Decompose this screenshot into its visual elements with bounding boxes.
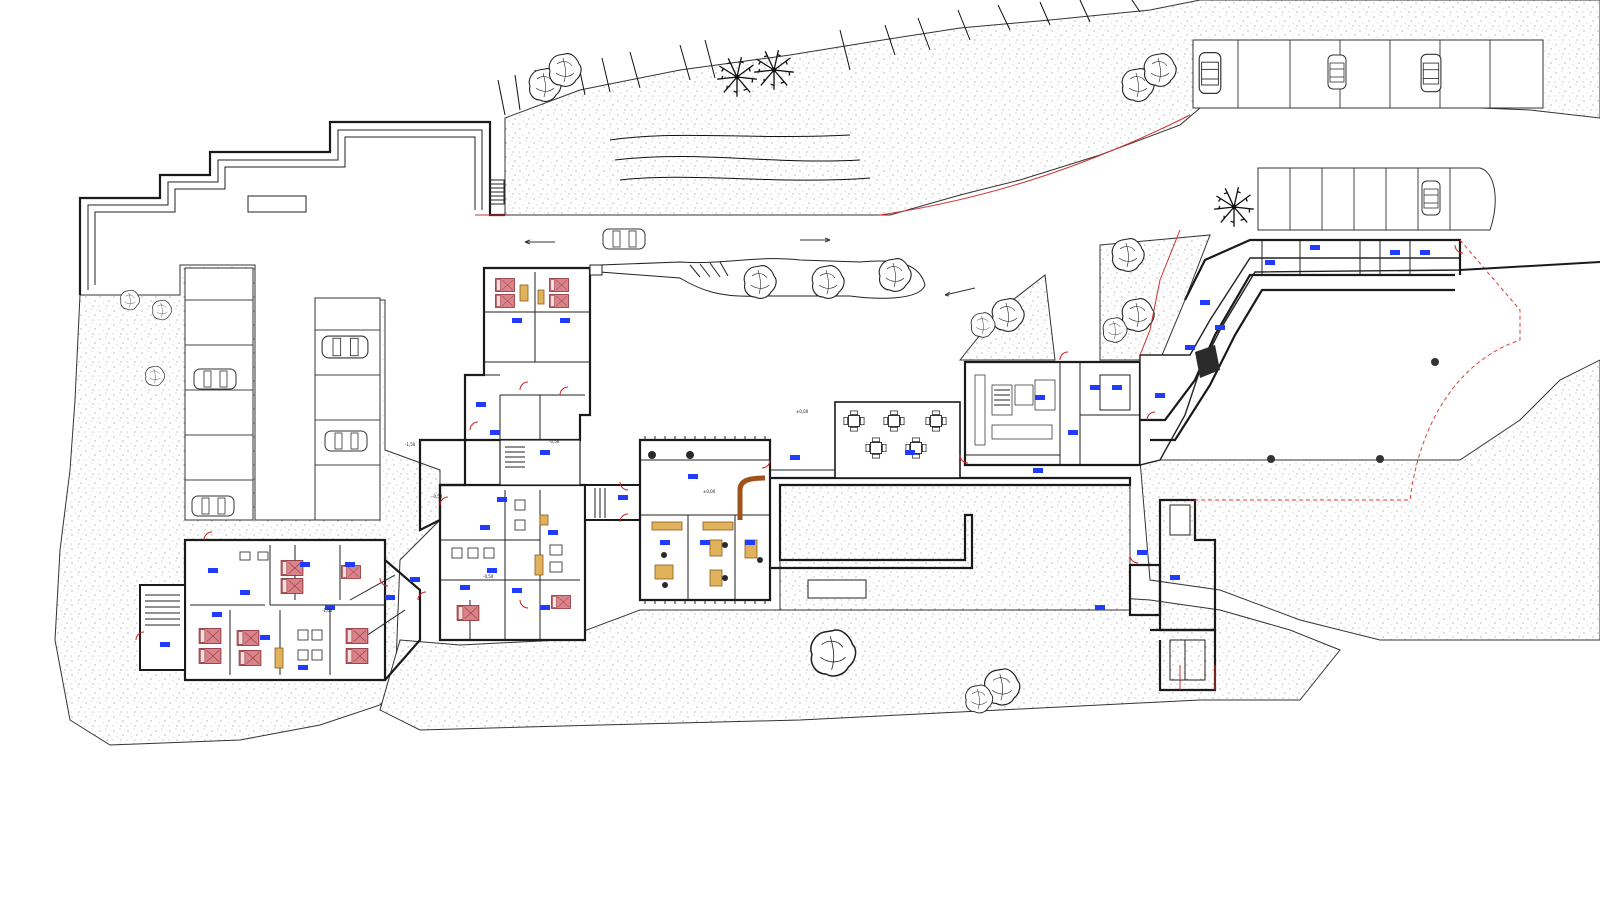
room-tags (160, 245, 1430, 670)
elevation-label: -0,50 (549, 439, 560, 444)
tree-icon (548, 53, 582, 87)
palm-icon (1213, 186, 1255, 228)
boundary-marker (1179, 665, 1216, 690)
elevation-label: ±0,00 (796, 409, 809, 414)
north-block-beds (495, 278, 569, 308)
car-icon (1421, 180, 1441, 216)
elevation-label: -0,50 (432, 494, 443, 499)
tree-icon (743, 265, 777, 299)
car-icon (191, 495, 235, 517)
car-icon (1420, 53, 1442, 93)
tree-icon (878, 258, 912, 292)
door-swings (135, 244, 1464, 641)
central-south-block (418, 438, 587, 642)
car-icon (321, 335, 369, 359)
elevation-label: -0,50 (483, 574, 494, 579)
east-wing (1139, 238, 1462, 466)
parking-top-right (1192, 39, 1544, 109)
property-line (1139, 229, 1600, 501)
north-block (463, 264, 603, 442)
elevation-labels: -1,50 -1,00 -0,50 -0,50 -0,50 ±0,00 ±0,0… (322, 409, 809, 613)
central-south-fixtures (451, 499, 563, 573)
link-corridor (584, 484, 641, 521)
road-markings (475, 114, 1191, 297)
west-wing-fixtures (239, 551, 323, 669)
office-block (638, 436, 772, 604)
elevation-label: -1,00 (322, 608, 333, 613)
car-icon (1327, 54, 1347, 90)
car-icon (1198, 51, 1222, 95)
elevation-label: ±0,00 (703, 489, 716, 494)
curved-planter (599, 258, 926, 299)
slope-hatching (497, 0, 1141, 181)
car-icon (602, 228, 646, 250)
elevation-label: -1,50 (405, 442, 416, 447)
tree-icon (811, 265, 845, 299)
central-south-beds (456, 514, 571, 621)
dining-terrace (834, 401, 961, 479)
west-wing (139, 538, 422, 682)
car-icon (193, 368, 237, 390)
parking-left (184, 267, 381, 521)
kitchen-block (963, 360, 1142, 467)
parking-right-middle (1257, 167, 1496, 231)
upper-terrace-structure (78, 120, 505, 295)
car-icon (324, 430, 368, 452)
